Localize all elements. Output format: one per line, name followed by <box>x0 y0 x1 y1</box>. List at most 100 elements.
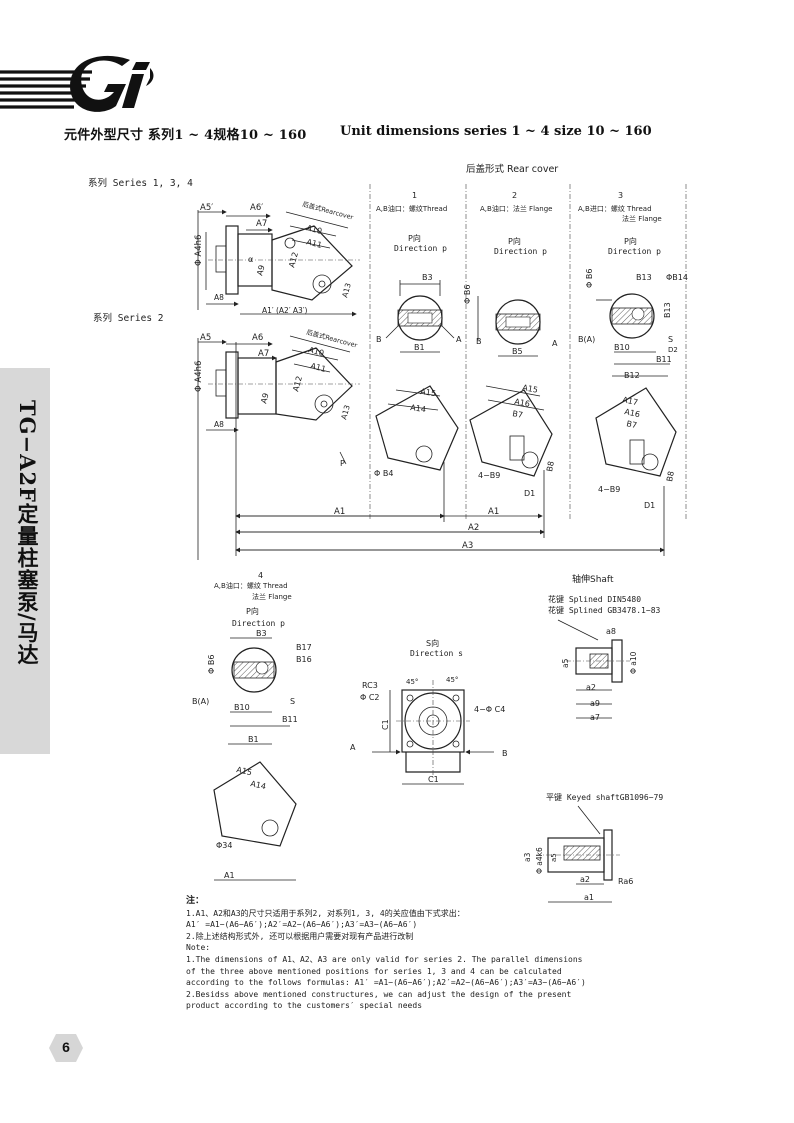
sdir-cn: S向 <box>426 638 439 648</box>
note-cn-1: 1.A1、A2和A3的尺寸只适用于系列2, 对系列1, 3, 4的关应值由下式求… <box>186 908 465 918</box>
col1-A14: A14 <box>410 403 427 414</box>
notes-title: 注： <box>186 896 205 906</box>
s-C1-v: C1 <box>381 719 390 730</box>
note-en-3: according to the follows formulas: A1′ =… <box>186 978 586 988</box>
splined-shaft-view <box>557 619 630 719</box>
series-134-side-view <box>197 209 360 317</box>
section-title-en: Unit dimensions series 1 ~ 4 size 10 ~ 1… <box>340 124 652 139</box>
sdir-en: Direction s <box>410 649 463 658</box>
s-direction-view <box>372 680 494 785</box>
page-number: 6 <box>62 1039 70 1055</box>
dim-A13-s2: A13 <box>339 404 352 421</box>
dim-P: P <box>340 459 345 468</box>
col3-B10: B10 <box>614 343 630 352</box>
col1-A: A <box>456 335 462 344</box>
dim-A11-s2: A11 <box>309 361 326 374</box>
col3-B6: Φ B6 <box>585 269 594 288</box>
col3-B8: B8 <box>665 470 676 482</box>
note-en-1: 1.The dimensions of A1、A2、A3 are only va… <box>186 954 583 964</box>
col3-B9: 4−B9 <box>598 485 620 494</box>
notes-block: 注： 1.A1、A2和A3的尺寸只适用于系列2, 对系列1, 3, 4的关应值由… <box>186 895 626 1012</box>
col3-B14: ΦB14 <box>666 273 688 282</box>
col3-S: S <box>668 335 673 344</box>
col1-pdir-cn: P向 <box>408 233 421 243</box>
col1-B: B <box>376 335 382 344</box>
col4-B10: B10 <box>234 703 250 712</box>
dim-A4: Φ A4h6 <box>194 235 204 266</box>
series-2-side-view <box>197 335 360 560</box>
col2-B7: B7 <box>512 409 524 420</box>
dim-A8: A8 <box>214 293 224 302</box>
dim-A1p-line: A1′ (A2′ A3′) <box>262 306 308 315</box>
side-tab-label: TG−A2F定量柱塞泵/马达 <box>15 400 40 666</box>
col4-A15: A15 <box>236 765 253 777</box>
dim-A13: A13 <box>340 282 353 299</box>
shaft-title: 轴伸Shaft <box>572 573 614 585</box>
dim-A10-s2: A10 <box>307 345 324 358</box>
col4-S: S <box>290 697 295 706</box>
col3-B7: B7 <box>626 419 638 430</box>
dim-A12-s2: A12 <box>291 375 304 392</box>
dim-A4-s2: Φ A4h6 <box>194 361 204 392</box>
col4-num: 4 <box>258 571 263 580</box>
col2-num: 2 <box>512 191 517 200</box>
dim-A5p: A5′ <box>200 203 213 213</box>
dim-A1-long2: A1 <box>488 507 499 517</box>
col2-A16: A16 <box>514 397 531 409</box>
col1-desc: A,B油口：螺纹Thread <box>376 204 447 213</box>
col4-B1: B1 <box>248 735 259 744</box>
col3-pdir-en: Direction p <box>608 247 661 256</box>
side-tab <box>0 368 50 754</box>
col2-B8: B8 <box>545 460 556 472</box>
keyed-title: 平键 Keyed shaftGB1096−79 <box>546 792 663 802</box>
dim-A5: A5 <box>200 333 211 343</box>
keyed-shaft-view <box>536 805 620 903</box>
dim-A11: A11 <box>305 237 322 250</box>
key-Ra6: Ra6 <box>618 877 633 886</box>
col1-B4: Φ B4 <box>374 469 393 478</box>
col4-B6: Φ B6 <box>207 655 216 674</box>
s-A: A <box>350 743 356 752</box>
col1-pdir-en: Direction p <box>394 244 447 253</box>
col2-B5: B5 <box>512 347 523 356</box>
dim-A3-long: A3 <box>462 541 473 551</box>
dim-A6p: A6′ <box>250 203 263 213</box>
shaft-a7: a7 <box>590 713 600 722</box>
series-134-label: 系列 Series 1, 3, 4 <box>88 177 193 189</box>
key-a2: a2 <box>580 875 590 884</box>
col3-BA: B(A) <box>578 335 595 344</box>
note-en-4: 2.Besidss above mentioned constructures,… <box>186 989 572 999</box>
rear-cover-label: 后盖形式 Rear cover <box>466 163 558 175</box>
col3-desc2: 法兰 Flange <box>622 214 662 223</box>
col4-B3: B3 <box>256 629 267 638</box>
col3-port-view <box>595 293 677 477</box>
brand-logo <box>0 55 154 112</box>
col2-B: B <box>476 337 482 346</box>
dim-A1-long: A1 <box>334 507 345 517</box>
col4-desc2: 法兰 Flange <box>252 592 292 601</box>
page-number-badge: 6 <box>48 1033 84 1063</box>
note-en-2: of the three above mentioned positions f… <box>186 966 562 976</box>
col4-A1: A1 <box>224 871 235 880</box>
col4-B16: B16 <box>296 655 312 664</box>
spline-1: 花键 Splined DIN5480 <box>548 594 641 604</box>
note-cn-3: 2.除上述结构形式外, 还可以根据用户需要对现有产品进行改制 <box>186 931 414 941</box>
spline-2: 花键 Splined GB3478.1−83 <box>548 605 661 615</box>
s-C4: 4−Φ C4 <box>474 705 505 714</box>
col2-B6: Φ B6 <box>463 285 472 304</box>
s-ang1: 45° <box>406 678 418 686</box>
col2-desc: A,B油口：法兰 Flange <box>480 204 553 213</box>
s-C1-h: C1 <box>428 775 439 784</box>
col1-port-view <box>375 280 459 471</box>
col4-pdir-en: Direction p <box>232 619 285 628</box>
col3-B12: B12 <box>624 371 640 380</box>
shaft-a9: a9 <box>590 699 600 708</box>
col1-B3: B3 <box>422 273 433 282</box>
s-RC3: RC3 <box>362 681 378 690</box>
col2-pdir-cn: P向 <box>508 236 521 246</box>
col3-D2: D2 <box>668 346 678 354</box>
dim-A9-s2: A9 <box>259 392 270 405</box>
shaft-a10: Φ a10 <box>629 651 638 674</box>
col2-B9: 4−B9 <box>478 471 500 480</box>
